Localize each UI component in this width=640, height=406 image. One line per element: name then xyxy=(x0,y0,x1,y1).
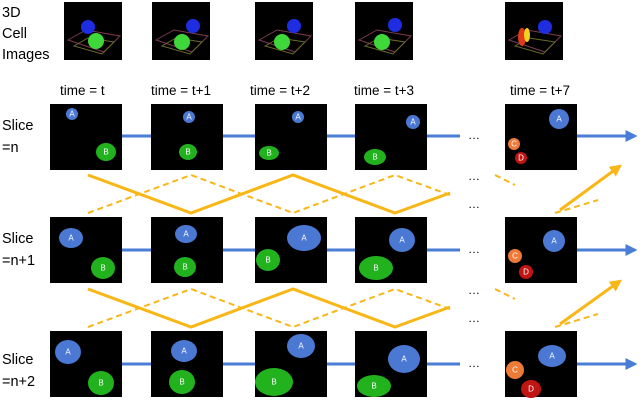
svg-text:…: … xyxy=(468,197,480,211)
svg-text:B: B xyxy=(372,153,377,162)
svg-text:…: … xyxy=(468,311,480,325)
slice-panels: A B A B A B A B A xyxy=(50,104,577,398)
svg-text:time = t+1: time = t+1 xyxy=(151,83,211,98)
svg-text:A: A xyxy=(551,237,557,246)
svg-text:D: D xyxy=(528,385,534,394)
svg-text:C: C xyxy=(512,366,518,375)
svg-text:Cell: Cell xyxy=(2,26,27,42)
panel-n2-t1: A B xyxy=(151,331,223,397)
svg-text:A: A xyxy=(399,236,405,245)
panel-n1-t3: A B xyxy=(355,217,427,283)
svg-text:=n: =n xyxy=(2,140,19,156)
svg-text:B: B xyxy=(182,263,187,272)
svg-text:B: B xyxy=(179,378,184,387)
panel-n2-t3: A B xyxy=(355,331,427,397)
panel-n-t7: A C D xyxy=(505,104,577,170)
panel-n2-t7: A C D xyxy=(505,331,577,398)
svg-text:A: A xyxy=(69,110,75,119)
svg-text:Slice: Slice xyxy=(2,118,33,134)
svg-text:=n+1: =n+1 xyxy=(2,253,35,269)
svg-text:A: A xyxy=(65,348,71,357)
svg-text:A: A xyxy=(68,234,74,243)
svg-text:A: A xyxy=(183,230,189,239)
thumbnail-t xyxy=(64,2,122,60)
svg-text:C: C xyxy=(511,140,517,149)
time-headers: time = t time = t+1 time = t+2 time = t+… xyxy=(60,83,570,98)
svg-text:=n+2: =n+2 xyxy=(2,374,35,390)
svg-text:A: A xyxy=(301,234,307,243)
panel-n2-t: A B xyxy=(50,331,122,397)
svg-text:time = t+7: time = t+7 xyxy=(510,83,570,98)
svg-text:Slice: Slice xyxy=(2,231,33,247)
panel-n1-t2: A B xyxy=(255,217,327,283)
svg-text:Images: Images xyxy=(2,47,50,63)
svg-text:C: C xyxy=(512,252,518,261)
svg-text:…: … xyxy=(468,169,480,183)
svg-text:…: … xyxy=(468,283,480,297)
panel-n-t1: A B xyxy=(151,104,223,170)
svg-text:B: B xyxy=(271,378,276,387)
svg-text:B: B xyxy=(100,264,105,273)
svg-text:A: A xyxy=(181,347,187,356)
svg-text:time = t+3: time = t+3 xyxy=(354,83,414,98)
svg-text:time = t+2: time = t+2 xyxy=(250,83,310,98)
orange-arrow-1 xyxy=(559,164,622,212)
svg-text:A: A xyxy=(401,355,407,364)
panel-n-t2: A B xyxy=(255,104,327,170)
svg-text:…: … xyxy=(468,356,480,370)
svg-text:A: A xyxy=(410,118,416,127)
thumbnail-t2 xyxy=(255,2,313,60)
svg-text:A: A xyxy=(549,352,555,361)
panel-n1-t7: A C D xyxy=(505,217,577,283)
svg-text:B: B xyxy=(103,148,108,157)
orange-track-lines xyxy=(87,164,622,329)
images-label: 3D Cell Images xyxy=(2,5,50,63)
panel-n2-t2: A B xyxy=(255,331,327,397)
svg-text:Slice: Slice xyxy=(2,352,33,368)
svg-text:…: … xyxy=(468,242,480,256)
svg-text:B: B xyxy=(185,148,190,157)
thumbnail-t3 xyxy=(355,2,413,60)
svg-text:A: A xyxy=(298,342,304,351)
svg-text:D: D xyxy=(518,154,524,163)
thumbnail-t1 xyxy=(152,2,210,60)
orange-arrow-2 xyxy=(559,279,622,326)
thumbnails-row xyxy=(64,2,563,60)
svg-text:A: A xyxy=(186,113,192,122)
panel-n-t3: A B xyxy=(355,104,427,170)
svg-text:B: B xyxy=(265,256,270,265)
svg-text:D: D xyxy=(523,268,529,277)
svg-text:B: B xyxy=(373,264,378,273)
slice-labels: Slice =n Slice =n+1 Slice =n+2 xyxy=(2,118,35,390)
panel-n-t: A B xyxy=(50,104,122,170)
svg-text:time = t: time = t xyxy=(60,83,105,98)
svg-text:A: A xyxy=(556,115,562,124)
panel-n1-t1: A B xyxy=(151,217,223,283)
svg-text:B: B xyxy=(98,379,103,388)
panel-n1-t: A B xyxy=(50,217,122,283)
svg-text:…: … xyxy=(468,128,480,142)
ellipsis-markers: … … … … … … … xyxy=(468,128,480,370)
svg-text:B: B xyxy=(266,149,271,158)
svg-text:A: A xyxy=(295,113,301,122)
svg-text:B: B xyxy=(371,382,376,391)
thumbnail-t7 xyxy=(505,2,563,60)
svg-text:3D: 3D xyxy=(2,5,21,21)
